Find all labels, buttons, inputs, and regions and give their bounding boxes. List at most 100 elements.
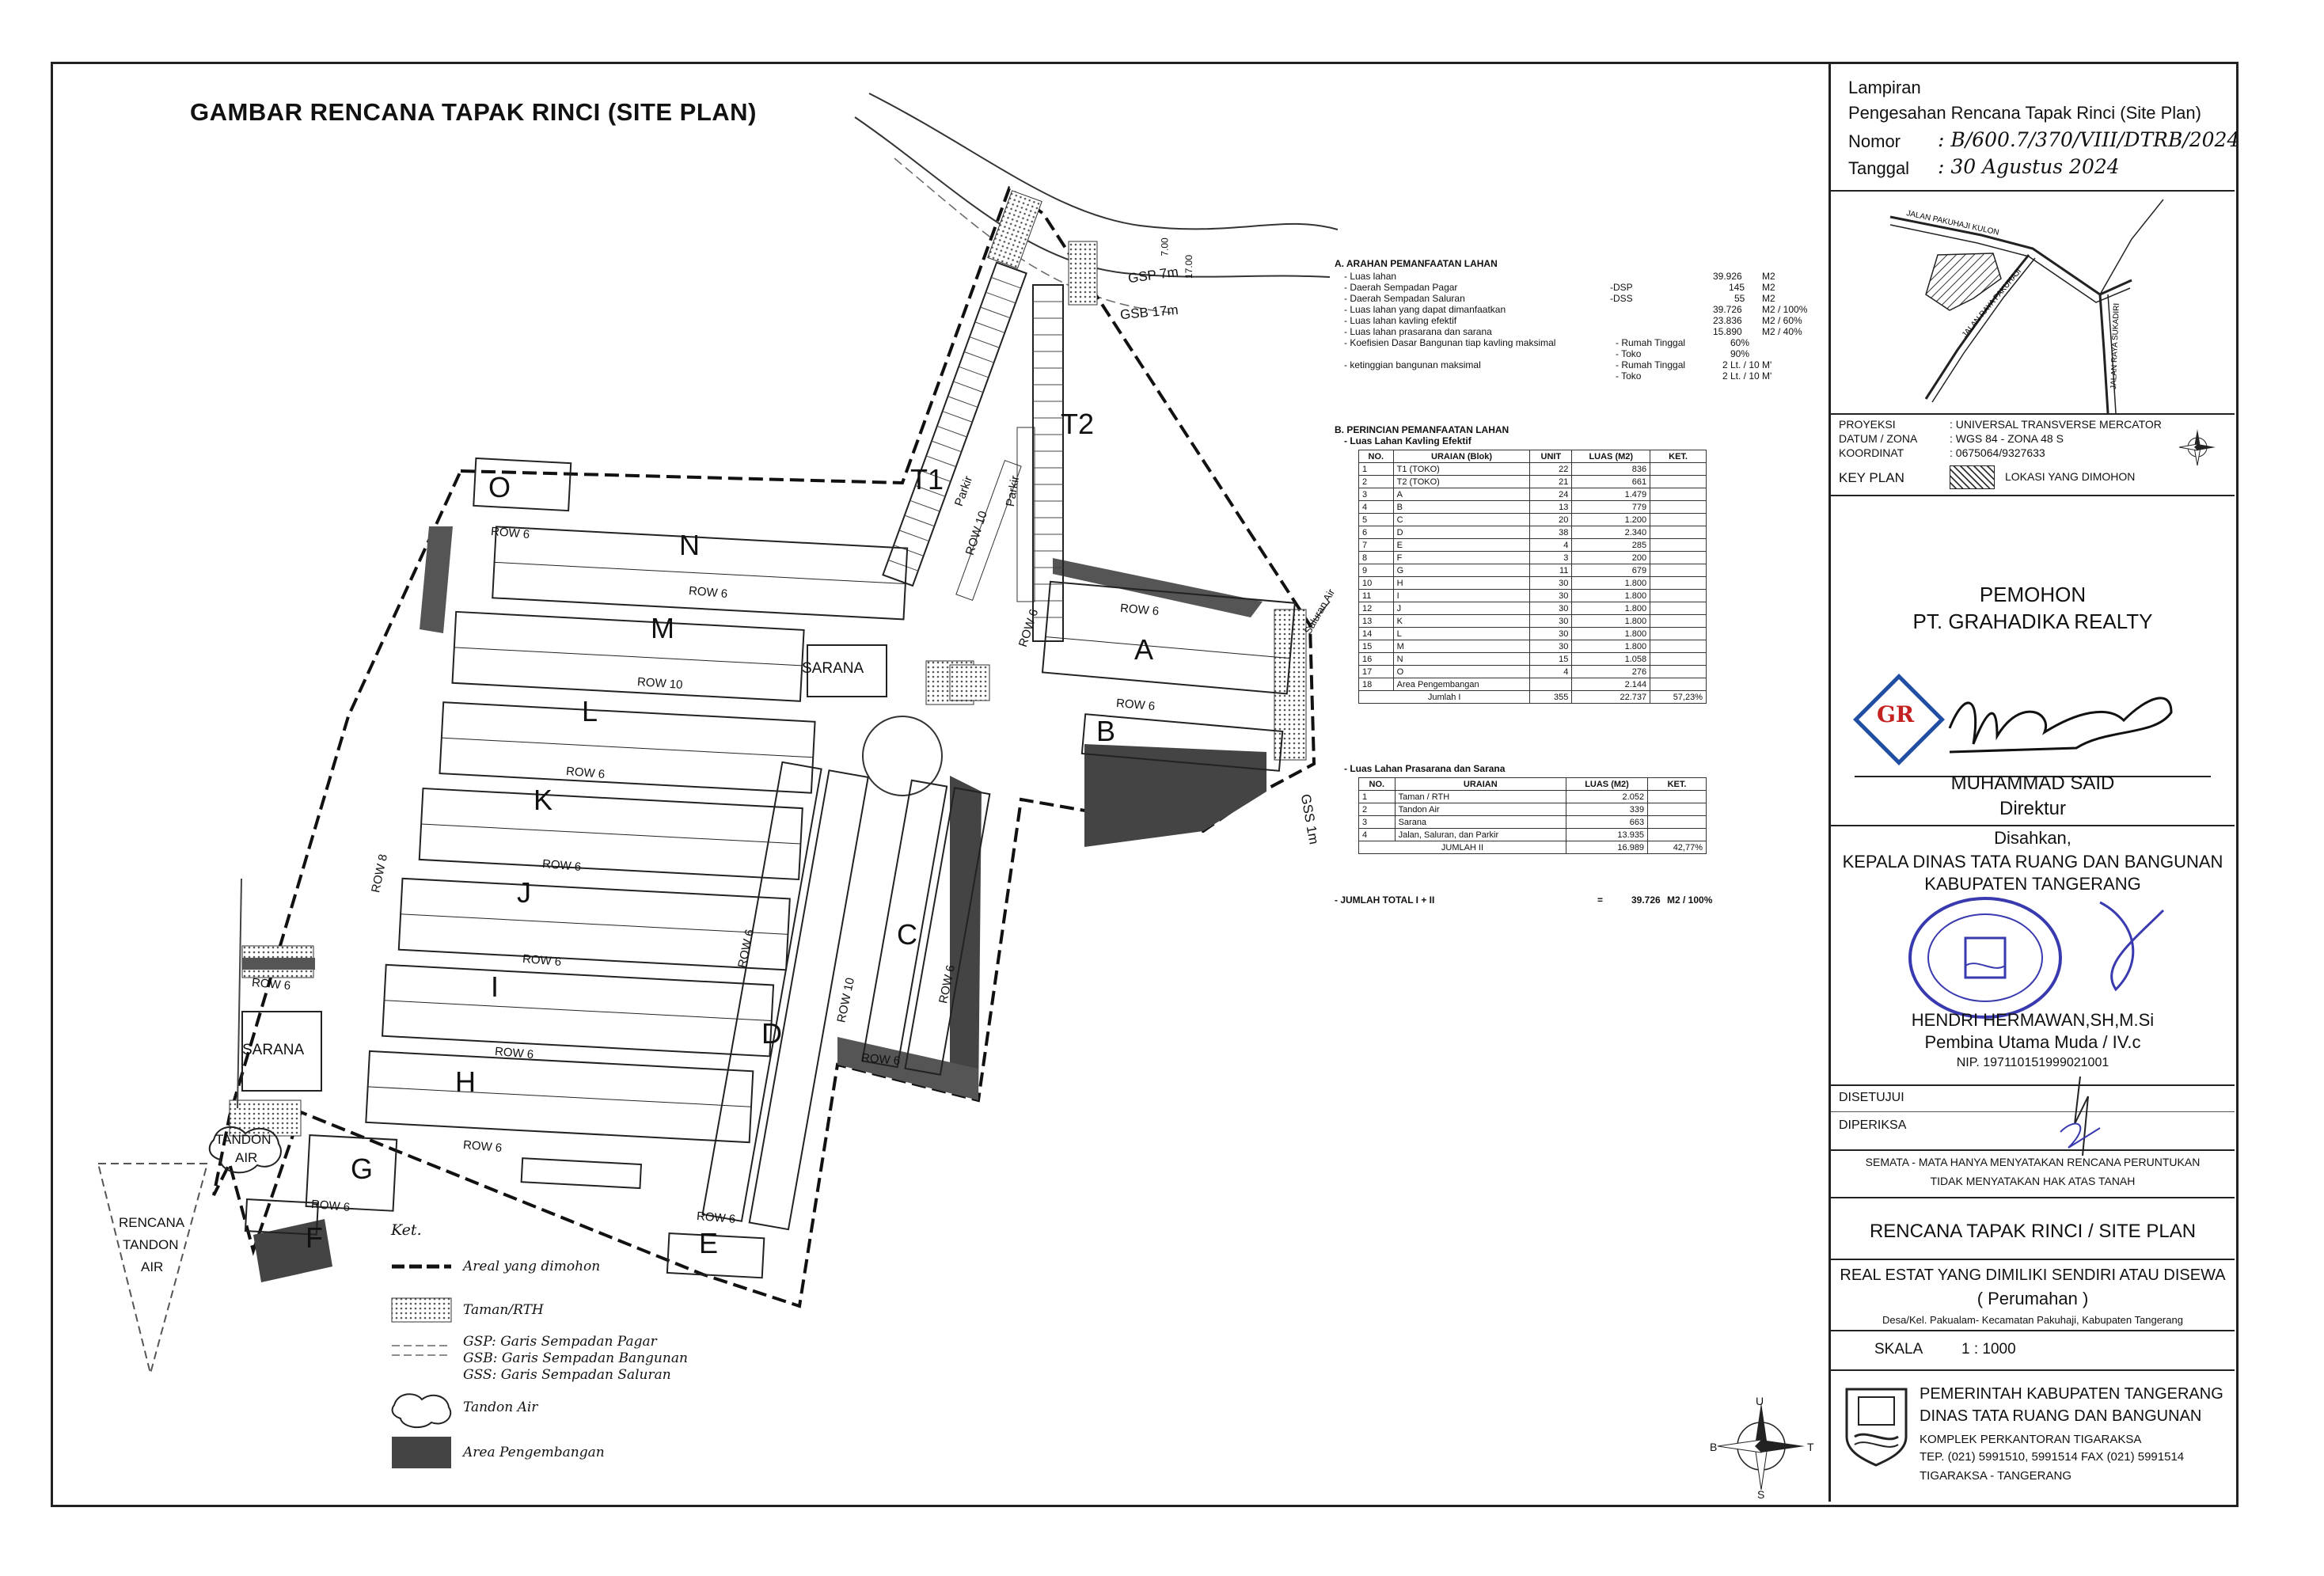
block-label-k: K [534, 784, 553, 816]
prasarana-table-cell: 4 [1358, 828, 1396, 841]
survey-stake [237, 878, 242, 1109]
block-label-f: F [306, 1221, 323, 1254]
applicant-name: MUHAMMAD SAID [1950, 773, 2115, 794]
kavling-table-cell: 22 [1529, 462, 1573, 476]
kavling-table-cell: 18 [1358, 678, 1394, 691]
prasarana-table-header: URAIAN [1394, 777, 1566, 791]
block-f [244, 1198, 319, 1236]
kepala-line-2: KABUPATEN TANGERANG [1924, 874, 2141, 894]
roundabout [862, 716, 943, 796]
prasarana-total-ket: 42,77% [1647, 841, 1707, 854]
legend-symbol-taman [391, 1297, 452, 1323]
block-e [666, 1232, 765, 1279]
skala-label: SKALA [1874, 1341, 1923, 1358]
block-label-n: N [679, 529, 700, 561]
arahan-row-label: - Luas lahan yang dapat dimanfaatkan [1344, 304, 1506, 315]
kepala-line-1: KEPALA DINAS TATA RUANG DAN BANGUNAN [1842, 852, 2223, 872]
kavling-table-cell: 30 [1529, 614, 1573, 628]
kavling-table-cell: K [1392, 614, 1531, 628]
area-pengembangan-north [1053, 558, 1263, 617]
kavling-table-cell: 4 [1529, 665, 1573, 678]
block-h-south [520, 1157, 643, 1190]
prasarana-table-cell: 2 [1358, 803, 1396, 816]
kavling-table-cell: 661 [1571, 475, 1651, 488]
kavling-table-header: KET. [1650, 450, 1707, 463]
koordinat-label: KOORDINAT [1839, 446, 1904, 459]
arahan-row-mid: - Rumah Tinggal [1616, 337, 1686, 348]
kavling-table-cell: 38 [1529, 526, 1573, 539]
diperiksa-label: DIPERIKSA [1839, 1118, 1907, 1132]
disahkan-label: Disahkan, [1994, 828, 2071, 848]
kavling-table-cell: 1.800 [1571, 602, 1651, 615]
kavling-table-cell: G [1392, 564, 1531, 577]
kavling-table-cell: D [1392, 526, 1531, 539]
arahan-row-label: - ketinggian bangunan maksimal [1344, 359, 1481, 370]
area-pengembangan-b [1084, 744, 1266, 847]
arahan-row-label: - Luas lahan [1344, 271, 1397, 282]
kavling-table-cell: 15 [1529, 652, 1573, 666]
kavling-table-cell: E [1392, 538, 1531, 552]
arahan-heading: A. ARAHAN PEMANFAATAN LAHAN [1335, 258, 1498, 269]
kavling-table-cell: 21 [1529, 475, 1573, 488]
kavling-table-cell: 779 [1571, 500, 1651, 514]
legend-tandon: Tandon Air [463, 1399, 538, 1415]
kavling-table-cell: O [1392, 665, 1531, 678]
arahan-row-label: - Koefisien Dasar Bangunan tiap kavling … [1344, 337, 1556, 348]
prasarana-table-cell: 2.052 [1565, 790, 1649, 803]
kavling-table-cell [1650, 627, 1707, 640]
map-title: GAMBAR RENCANA TAPAK RINCI (SITE PLAN) [190, 98, 757, 126]
arahan-row-unit: M2 / 40% [1762, 326, 1802, 337]
kavling-table-cell: 13 [1529, 500, 1573, 514]
kavling-table-cell: 7 [1358, 538, 1394, 552]
kavling-table-cell [1650, 564, 1707, 577]
legend-taman: Taman/RTH [463, 1302, 544, 1318]
legend-symbol-tandon [391, 1393, 452, 1429]
arahan-row-unit: M2 [1762, 293, 1775, 304]
prasarana-table-cell: Tandon Air [1394, 803, 1566, 816]
kavling-table-cell: 20 [1529, 513, 1573, 526]
kavling-total-luas: 22.737 [1571, 690, 1651, 704]
kavling-table-cell: 2.144 [1571, 678, 1651, 691]
block-label-j: J [517, 876, 531, 909]
kavling-table-header: LUAS (M2) [1571, 450, 1651, 463]
kavling-table-cell [1650, 640, 1707, 653]
datum-value: : WGS 84 - ZONA 48 S [1950, 432, 2064, 445]
kavling-table-cell: 3 [1529, 551, 1573, 564]
grand-total-label: - JUMLAH TOTAL I + II [1335, 894, 1435, 906]
prasarana-table-cell: Sarana [1394, 815, 1566, 829]
site-boundary [212, 185, 1316, 1308]
sarana-label-west: SARANA [242, 1042, 305, 1058]
block-label-t1: T1 [910, 463, 944, 496]
kavling-table-cell [1529, 678, 1573, 691]
prasarana-table-cell [1647, 803, 1707, 816]
datum-label: DATUM / ZONA [1839, 432, 1918, 445]
official-name: HENDRI HERMAWAN,SH,M.Si [1911, 1010, 2155, 1030]
kavling-table-cell: 9 [1358, 564, 1394, 577]
gov-line-5: TIGARAKSA - TANGERANG [1920, 1469, 2071, 1483]
access-road-edge-south [854, 116, 1331, 278]
kavling-table-cell: 30 [1529, 576, 1573, 590]
gov-line-2: DINAS TATA RUANG DAN BANGUNAN [1920, 1407, 2202, 1425]
panel-divider [1831, 190, 2235, 192]
arahan-row-value: 2 Lt. / 10 M' [1722, 359, 1772, 370]
arahan-row-mid: - Toko [1616, 348, 1642, 359]
company-logo-text: GR [1877, 701, 1915, 727]
arahan-row-value: 39.926 [1713, 271, 1742, 282]
project-line-3: Desa/Kel. Pakualam- Kecamatan Pakuhaji, … [1882, 1314, 2183, 1326]
kavling-table-cell: 30 [1529, 627, 1573, 640]
legend-pengembangan: Area Pengembangan [463, 1445, 605, 1460]
kavling-table-cell: 1.800 [1571, 576, 1651, 590]
area-pengembangan-west [420, 526, 453, 633]
panel-divider [1831, 1259, 2235, 1260]
panel-divider [1831, 1084, 2235, 1086]
prasarana-table-cell: 339 [1565, 803, 1649, 816]
